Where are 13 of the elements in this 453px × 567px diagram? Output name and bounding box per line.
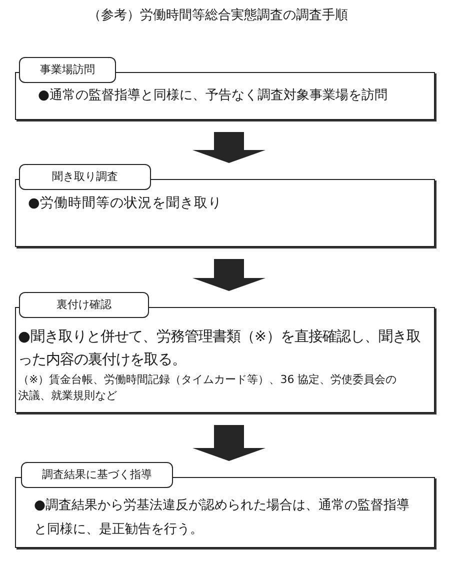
step-title-tab: 事業場訪問 [19, 57, 116, 83]
step-title-tab: 聞き取り調査 [19, 164, 151, 190]
block-arrow [192, 132, 266, 163]
page-title: （参考）労働時間等総合実態調査の調査手順 [88, 7, 348, 25]
block-arrow [192, 259, 266, 291]
step-description: ●調査結果から労基法違反が認められた場合は、通常の監督指導と同様に、是正勧告を行う。 [34, 497, 411, 539]
footnote-text: （※）賃金台帳、労働時間記録（タイムカード等）、36 協定、労使委員会の決議、就業規則など [18, 372, 398, 404]
block-arrow [192, 425, 266, 461]
step-description: ●聞き取りと併せて、労務管理書類（※）を直接確認し、聞き取った内容の裏付けを取る。 [18, 328, 422, 370]
step-title-tab: 裏付け確認 [19, 292, 149, 318]
step-description: ●労働時間等の状況を聞き取り [28, 194, 223, 213]
step-description: ●通常の監督指導と同様に、予告なく調査対象事業場を訪問 [38, 87, 389, 105]
step-title-tab: 調査結果に基づく指導 [21, 462, 173, 488]
